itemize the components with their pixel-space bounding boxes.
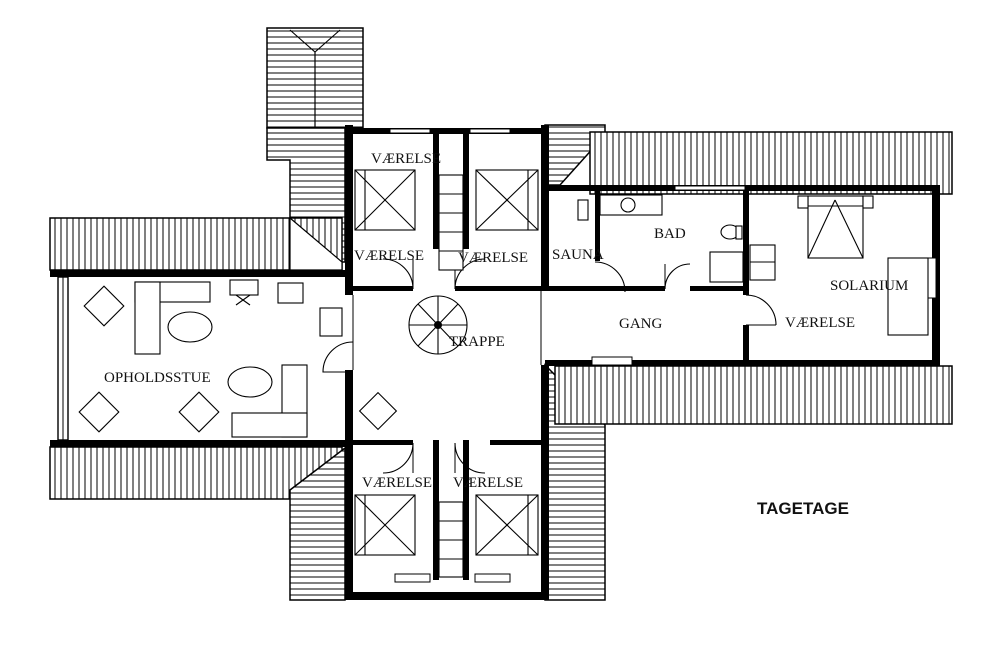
- label-vaerelse-top-left: VÆRELSE: [354, 248, 424, 264]
- room-labels: VÆRELSE VÆRELSE VÆRELSE SAUNA BAD SOLARI…: [104, 151, 908, 491]
- label-sauna: SAUNA: [552, 247, 604, 263]
- sink-icon: [620, 197, 636, 213]
- label-vaerelse-bottom-left: VÆRELSE: [362, 475, 432, 491]
- beds: [354, 169, 874, 556]
- label-vaerelse-top-right: VÆRELSE: [458, 250, 528, 266]
- roof-east-lower: [554, 365, 953, 425]
- label-vaerelse-top-left-upper: VÆRELSE: [371, 151, 441, 167]
- label-trappe: TRAPPE: [449, 334, 505, 350]
- label-bad: BAD: [654, 226, 686, 242]
- bath-fixtures: [577, 194, 744, 283]
- solarium-bench: [887, 257, 929, 336]
- plan-title: TAGETAGE: [757, 499, 849, 518]
- label-vaerelse-east: VÆRELSE: [785, 315, 855, 331]
- roof-east-upper: [589, 131, 953, 195]
- label-opholdsstue: OPHOLDSSTUE: [104, 370, 211, 386]
- walls: [50, 125, 940, 600]
- label-solarium: SOLARIUM: [830, 278, 908, 294]
- label-vaerelse-bottom-right: VÆRELSE: [453, 475, 523, 491]
- spiral-stair-icon: [408, 295, 468, 355]
- label-gang: GANG: [619, 316, 662, 332]
- living-room-furniture: [78, 279, 398, 438]
- wardrobes: [438, 174, 776, 578]
- doors: [322, 258, 777, 474]
